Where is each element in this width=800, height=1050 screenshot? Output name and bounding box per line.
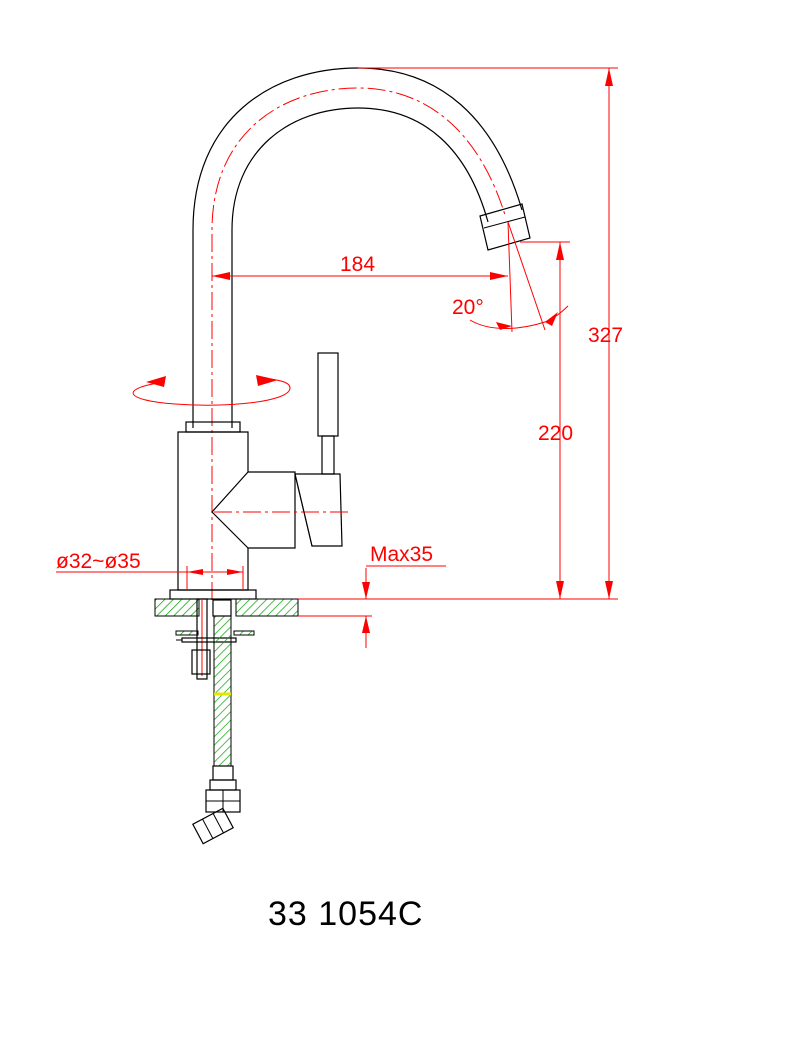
dimension-max-thickness: Max35: [298, 543, 446, 648]
hole-diameter-label: ø32~ø35: [56, 550, 141, 573]
max-thickness-label: Max35: [370, 543, 433, 566]
dimension-total-height: 327: [358, 67, 623, 599]
model-number: 33 1054C: [268, 895, 423, 933]
spout-height-label: 220: [538, 422, 573, 445]
dimension-spout-height: 220: [520, 241, 573, 599]
mounting-hardware: [175, 598, 255, 680]
spout-outline: [192, 67, 531, 428]
angle-dimension-label: 20°: [452, 296, 484, 319]
faucet-body: [169, 352, 343, 600]
swivel-rotation-arrows-icon: [132, 375, 291, 406]
reach-dimension-label: 184: [340, 253, 375, 276]
dimension-angle: 20°: [452, 221, 569, 333]
total-height-label: 327: [588, 324, 623, 347]
supply-hose: [192, 615, 241, 845]
dimension-reach: 184: [212, 253, 508, 280]
spout-centerline: [211, 87, 506, 600]
countertop-section: [154, 598, 299, 617]
dimension-hole-diameter: ø32~ø35: [56, 550, 244, 590]
